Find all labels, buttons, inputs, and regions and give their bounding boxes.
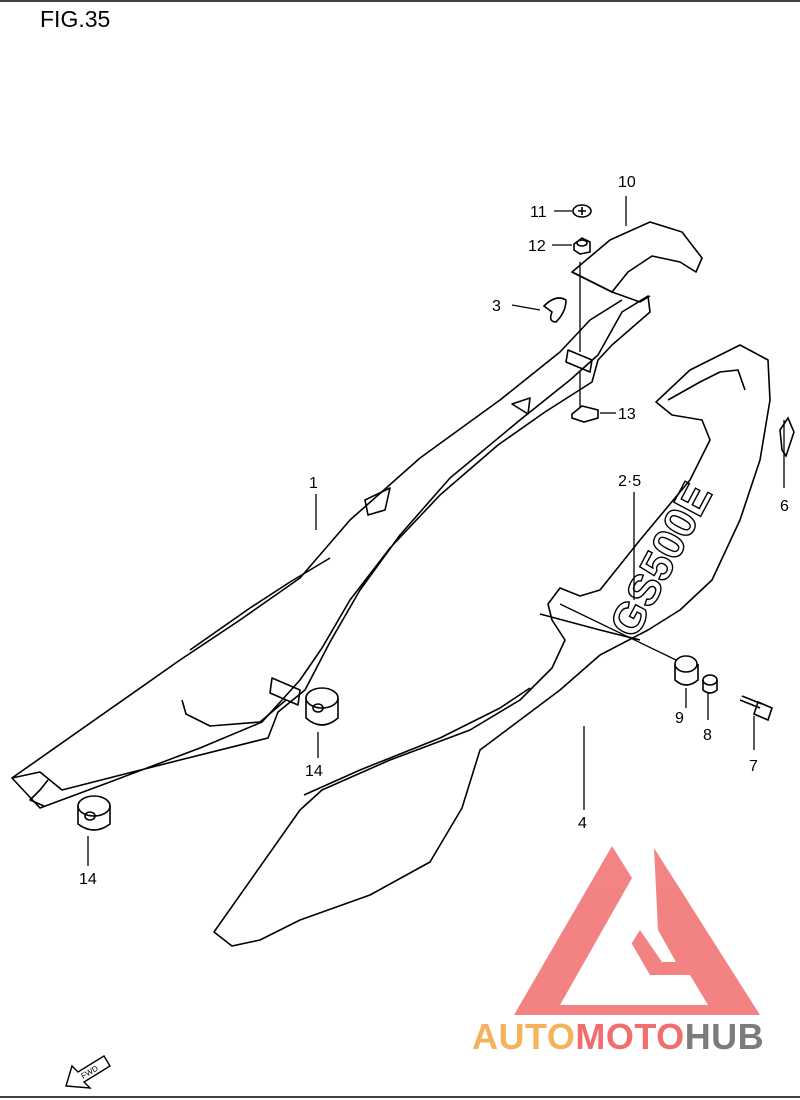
- callout-10: 10: [618, 174, 636, 191]
- callout-6: 6: [780, 498, 789, 515]
- decal-text: GS500E: [601, 475, 722, 645]
- callout-4: 4: [578, 815, 587, 832]
- callout-labels: 1 2·5 3 4 6 7 8 9 10 11 12 13 14 14: [79, 174, 789, 888]
- fwd-arrow: FWD: [65, 1055, 111, 1089]
- callout-3: 3: [492, 298, 501, 315]
- watermark-logo: [514, 846, 760, 1015]
- watermark-part-hub: HUB: [684, 1016, 765, 1057]
- callout-14-upper: 14: [305, 763, 323, 780]
- decal-gs500e: GS500E: [600, 474, 723, 645]
- emblem-6: [779, 416, 795, 458]
- frame-cover-left: [11, 295, 651, 809]
- tail-bracket-cover: [571, 221, 703, 303]
- callout-14-lower: 14: [79, 871, 97, 888]
- callout-11: 11: [530, 204, 547, 221]
- watermark-part-moto: MOTO: [575, 1016, 685, 1057]
- figure-title: FIG.35: [40, 6, 111, 32]
- watermark-text: AUTOMOTOHUB: [472, 1016, 764, 1058]
- bolt-7: [739, 695, 773, 722]
- leader-lines: [87, 196, 785, 866]
- screw-11: [572, 204, 592, 218]
- callout-9: 9: [675, 710, 684, 727]
- callout-1: 1: [309, 475, 318, 492]
- callout-2-5: 2·5: [618, 473, 641, 490]
- callout-7: 7: [749, 758, 758, 775]
- watermark-part-auto: AUTO: [472, 1016, 576, 1057]
- washer-12: [573, 237, 591, 255]
- callout-13: 13: [618, 406, 636, 423]
- callout-8: 8: [703, 727, 712, 744]
- grommet-14-lower: [77, 795, 111, 831]
- clip-3: [542, 297, 567, 323]
- nut-13: [571, 405, 599, 423]
- collar-8: [702, 674, 718, 694]
- grommet-14-upper: [305, 687, 339, 726]
- frame-cover-right: [213, 344, 771, 947]
- callout-12: 12: [528, 238, 546, 255]
- grommet-9: [674, 655, 699, 686]
